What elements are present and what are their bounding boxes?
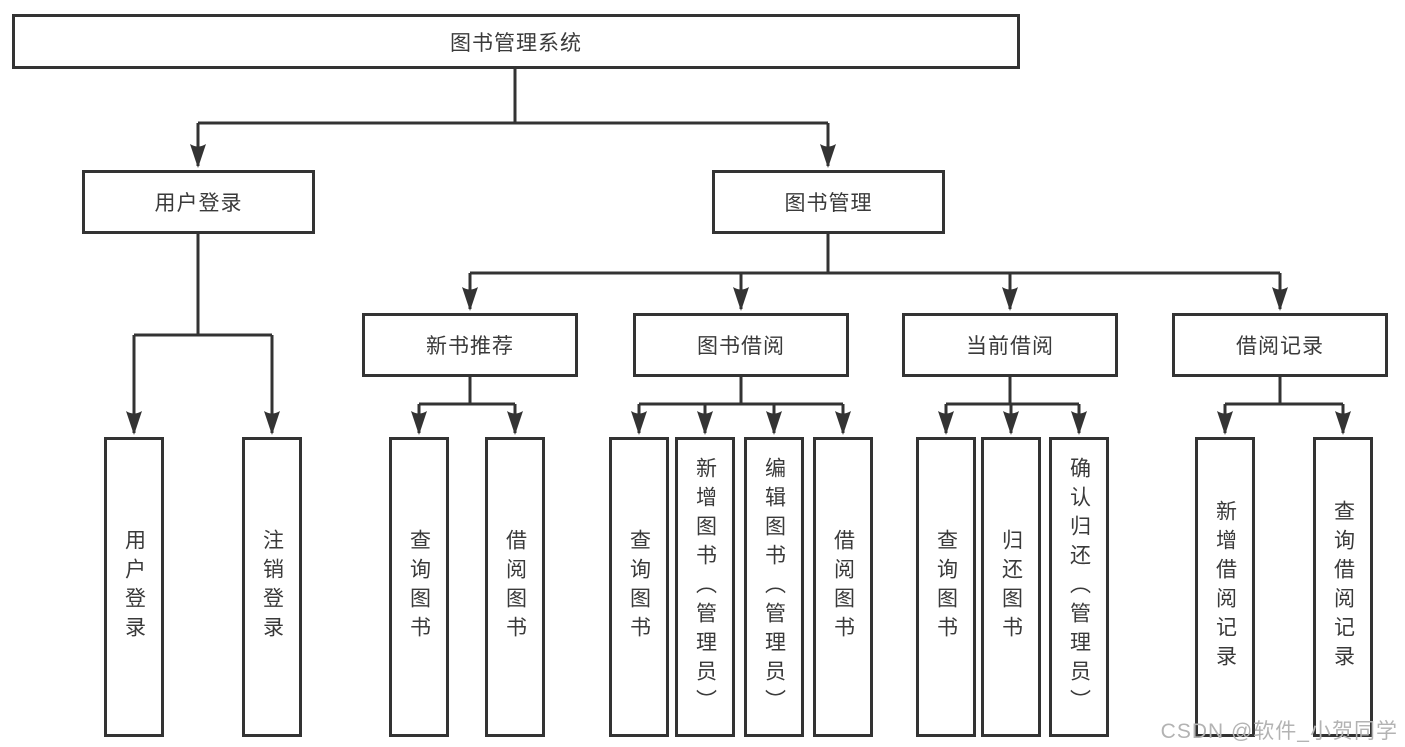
connector-user-login-children (126, 234, 280, 435)
node-current-borrowing: 当前借阅 (902, 313, 1118, 377)
node-user-login: 用户登录 (82, 170, 315, 234)
node-leaf-borrow-books-1: 借阅图书 (485, 437, 545, 737)
node-leaf-add-books-admin: 新增图书（管理员） (675, 437, 735, 737)
node-leaf-logout: 注销登录 (242, 437, 302, 737)
leaf-label: 注销登录 (260, 529, 284, 645)
connector-borrowing-records-children (1217, 377, 1351, 435)
node-leaf-query-books-2: 查询图书 (609, 437, 669, 737)
leaf-label: 用户登录 (122, 529, 146, 645)
node-book-borrowing: 图书借阅 (633, 313, 849, 377)
leaf-label: 归还图书 (999, 529, 1023, 645)
node-leaf-user-login: 用户登录 (104, 437, 164, 737)
leaf-label: 查询图书 (934, 529, 958, 645)
node-leaf-confirm-return-admin: 确认归还（管理员） (1049, 437, 1109, 737)
connector-new-book-children (411, 377, 523, 435)
node-leaf-add-borrow-record: 新增借阅记录 (1195, 437, 1255, 737)
node-leaf-edit-books-admin: 编辑图书（管理员） (744, 437, 804, 737)
leaf-label: 查询借阅记录 (1331, 500, 1355, 674)
node-leaf-return-books: 归还图书 (981, 437, 1041, 737)
node-leaf-query-borrow-record: 查询借阅记录 (1313, 437, 1373, 737)
node-library-management-system: 图书管理系统 (12, 14, 1020, 69)
node-leaf-query-books-1: 查询图书 (389, 437, 449, 737)
leaf-label: 新增图书（管理员） (693, 456, 717, 718)
leaf-label: 借阅图书 (503, 529, 527, 645)
leaf-label: 借阅图书 (831, 529, 855, 645)
connector-current-borrowing-children (938, 377, 1087, 435)
leaf-label: 查询图书 (407, 529, 431, 645)
node-borrowing-records: 借阅记录 (1172, 313, 1388, 377)
connector-book-borrowing-children (631, 377, 851, 435)
leaf-label: 新增借阅记录 (1213, 500, 1237, 674)
leaf-label: 查询图书 (627, 529, 651, 645)
node-leaf-borrow-books-2: 借阅图书 (813, 437, 873, 737)
node-leaf-query-books-3: 查询图书 (916, 437, 976, 737)
node-book-management: 图书管理 (712, 170, 945, 234)
leaf-label: 编辑图书（管理员） (762, 456, 786, 718)
connector-root-to-level1 (190, 69, 836, 168)
csdn-watermark: CSDN @软件_小贺同学 (1160, 720, 1398, 743)
connector-book-management-children (462, 234, 1288, 311)
node-new-book-recommend: 新书推荐 (362, 313, 578, 377)
leaf-label: 确认归还（管理员） (1067, 456, 1091, 718)
